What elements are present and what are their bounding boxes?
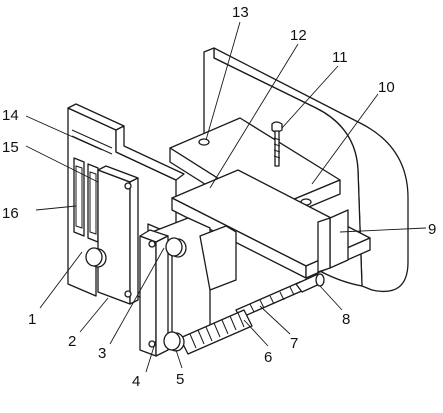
callout-3: 3 (98, 345, 106, 362)
callout-15: 15 (2, 139, 19, 156)
callout-7: 7 (290, 335, 298, 352)
bracket-knob (165, 237, 187, 258)
front-slider-block (139, 229, 169, 357)
callout-4: 4 (132, 373, 140, 390)
callout-13: 13 (232, 4, 249, 21)
callouts: 13 12 11 10 9 8 7 6 5 4 3 2 1 16 15 14 (2, 4, 436, 390)
callout-1: 1 (28, 311, 36, 328)
nut (295, 273, 325, 293)
adjustment-screw (271, 121, 283, 167)
callout-12: 12 (290, 27, 307, 44)
slot-rails (73, 157, 99, 243)
threaded-rod (235, 281, 305, 319)
callout-16: 16 (2, 205, 19, 222)
front-knob (163, 331, 185, 352)
callout-14: 14 (2, 107, 19, 124)
leader-lines (25, 21, 427, 373)
callout-8: 8 (342, 311, 350, 328)
spring (179, 309, 253, 355)
callout-10: 10 (378, 79, 395, 96)
callout-2: 2 (68, 333, 76, 350)
slider-block (97, 165, 139, 305)
callout-6: 6 (264, 349, 272, 366)
side-guide (317, 209, 349, 273)
left-knob (85, 247, 107, 268)
callout-5: 5 (176, 371, 184, 388)
callout-11: 11 (332, 49, 348, 66)
callout-9: 9 (428, 221, 436, 238)
